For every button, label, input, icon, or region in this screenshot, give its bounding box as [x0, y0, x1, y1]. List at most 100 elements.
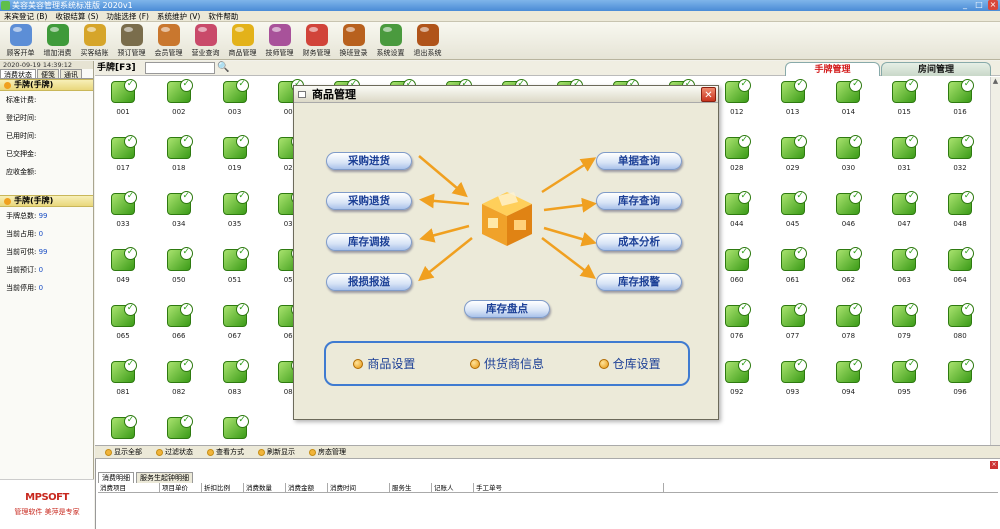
tag-cell[interactable]: 062 — [826, 246, 870, 303]
toolbar-button[interactable]: 技师管理 — [261, 22, 298, 60]
dialog-right-button[interactable]: 单据查询 — [596, 152, 682, 170]
tag-cell[interactable]: 076 — [715, 302, 759, 359]
tag-cell[interactable]: 001 — [101, 78, 145, 135]
tag-cell[interactable]: 044 — [715, 190, 759, 247]
menu-item[interactable]: 收银结算 (S) — [55, 12, 99, 21]
minimize-icon[interactable]: _ — [963, 0, 967, 9]
settings-link[interactable]: 供货商信息 — [469, 355, 544, 372]
close-icon[interactable]: × — [988, 0, 998, 10]
tag-cell[interactable]: 050 — [157, 246, 201, 303]
toolbar-button[interactable]: 顾客开单 — [2, 22, 39, 60]
dialog-right-button[interactable]: 成本分析 — [596, 233, 682, 251]
stocktaking-button[interactable]: 库存盘点 — [464, 300, 550, 318]
status-action[interactable]: 刷新显示 — [258, 446, 295, 458]
tag-search-input[interactable] — [145, 62, 215, 74]
tag-cell[interactable]: 033 — [101, 190, 145, 247]
toolbar-button[interactable]: 买客结账 — [76, 22, 113, 60]
tag-cell[interactable]: 002 — [157, 78, 201, 135]
tag-cell[interactable]: 047 — [882, 190, 926, 247]
toolbar-button[interactable]: 财务管理 — [298, 22, 335, 60]
tag-cell[interactable]: 018 — [157, 134, 201, 191]
tag-cell[interactable]: 064 — [938, 246, 982, 303]
dialog-right-button[interactable]: 库存报警 — [596, 273, 682, 291]
tag-cell[interactable]: 028 — [715, 134, 759, 191]
tag-cell[interactable]: 012 — [715, 78, 759, 135]
tag-cell[interactable]: 098 — [157, 414, 201, 471]
tag-cell[interactable]: 048 — [938, 190, 982, 247]
section-header-status[interactable]: 手牌(手牌) — [0, 79, 93, 91]
tag-cell[interactable]: 066 — [157, 302, 201, 359]
dialog-close-button[interactable]: ✕ — [701, 87, 716, 102]
tab-room-management[interactable]: 房间管理 — [881, 62, 991, 76]
status-action[interactable]: 显示全部 — [105, 446, 142, 458]
status-action[interactable]: 查看方式 — [207, 446, 244, 458]
tag-cell[interactable]: 045 — [771, 190, 815, 247]
tag-cell[interactable]: 067 — [213, 302, 257, 359]
tag-cell[interactable]: 035 — [213, 190, 257, 247]
tag-cell[interactable]: 093 — [771, 358, 815, 415]
settings-link[interactable]: 仓库设置 — [598, 355, 661, 372]
tag-cell[interactable]: 049 — [101, 246, 145, 303]
search-icon[interactable]: 🔍 — [217, 62, 230, 73]
bottom-tab[interactable]: 消费明细 — [98, 472, 134, 483]
tag-cell[interactable]: 014 — [826, 78, 870, 135]
panel-close-icon[interactable]: × — [990, 461, 998, 469]
left-tab[interactable]: 便笺 — [37, 69, 59, 79]
menu-item[interactable]: 软件帮助 — [208, 12, 239, 21]
status-action[interactable]: 房态管理 — [309, 446, 346, 458]
toolbar-button[interactable]: 商品管理 — [224, 22, 261, 60]
tag-cell[interactable]: 092 — [715, 358, 759, 415]
maximize-icon[interactable]: □ — [975, 0, 983, 9]
toolbar-button[interactable]: 营业查询 — [187, 22, 224, 60]
tag-cell[interactable]: 046 — [826, 190, 870, 247]
tag-cell[interactable]: 081 — [101, 358, 145, 415]
toolbar-button[interactable]: 预订管理 — [113, 22, 150, 60]
tag-cell[interactable]: 095 — [882, 358, 926, 415]
tag-cell[interactable]: 063 — [882, 246, 926, 303]
tag-cell[interactable]: 051 — [213, 246, 257, 303]
menu-item[interactable]: 功能选择 (F) — [106, 12, 149, 21]
tab-tag-management[interactable]: 手牌管理 — [785, 62, 880, 76]
tag-cell[interactable]: 031 — [882, 134, 926, 191]
toolbar-button[interactable]: 退出系统 — [409, 22, 446, 60]
scroll-up-icon[interactable]: ▲ — [992, 77, 999, 85]
tag-cell[interactable]: 061 — [771, 246, 815, 303]
vertical-scrollbar[interactable]: ▲ — [990, 77, 1000, 445]
tag-cell[interactable]: 013 — [771, 78, 815, 135]
tag-cell[interactable]: 003 — [213, 78, 257, 135]
dialog-left-button[interactable]: 采购退货 — [326, 192, 412, 210]
tag-cell[interactable]: 019 — [213, 134, 257, 191]
tag-cell[interactable]: 094 — [826, 358, 870, 415]
settings-link[interactable]: 商品设置 — [353, 355, 415, 372]
tag-cell[interactable]: 078 — [826, 302, 870, 359]
tag-cell[interactable]: 083 — [213, 358, 257, 415]
dialog-left-button[interactable]: 报损报溢 — [326, 273, 412, 291]
dialog-left-button[interactable]: 采购进货 — [326, 152, 412, 170]
tag-cell[interactable]: 029 — [771, 134, 815, 191]
dialog-left-button[interactable]: 库存调拨 — [326, 233, 412, 251]
tag-cell[interactable]: 017 — [101, 134, 145, 191]
tag-cell[interactable]: 082 — [157, 358, 201, 415]
toolbar-button[interactable]: 换班登录 — [335, 22, 372, 60]
menu-item[interactable]: 来宾登记 (B) — [4, 12, 48, 21]
toolbar-button[interactable]: 会员管理 — [150, 22, 187, 60]
tag-cell[interactable]: 077 — [771, 302, 815, 359]
status-action[interactable]: 过滤状态 — [156, 446, 193, 458]
bottom-tab[interactable]: 服务生起钟明细 — [136, 472, 193, 483]
tag-cell[interactable]: 032 — [938, 134, 982, 191]
dialog-right-button[interactable]: 库存查询 — [596, 192, 682, 210]
tag-cell[interactable]: 034 — [157, 190, 201, 247]
section-header-summary[interactable]: 手牌(手牌) — [0, 195, 93, 207]
tag-cell[interactable]: 060 — [715, 246, 759, 303]
tag-cell[interactable]: 079 — [882, 302, 926, 359]
left-tab[interactable]: 消费状态 — [0, 69, 36, 79]
tag-cell[interactable]: 065 — [101, 302, 145, 359]
menu-item[interactable]: 系统维护 (V) — [156, 12, 201, 21]
tag-cell[interactable]: 015 — [882, 78, 926, 135]
toolbar-button[interactable]: 系统设置 — [372, 22, 409, 60]
tag-cell[interactable]: 030 — [826, 134, 870, 191]
left-tab[interactable]: 通讯 — [60, 69, 82, 79]
tag-cell[interactable]: 016 — [938, 78, 982, 135]
tag-cell[interactable]: 096 — [938, 358, 982, 415]
tag-cell[interactable]: 080 — [938, 302, 982, 359]
